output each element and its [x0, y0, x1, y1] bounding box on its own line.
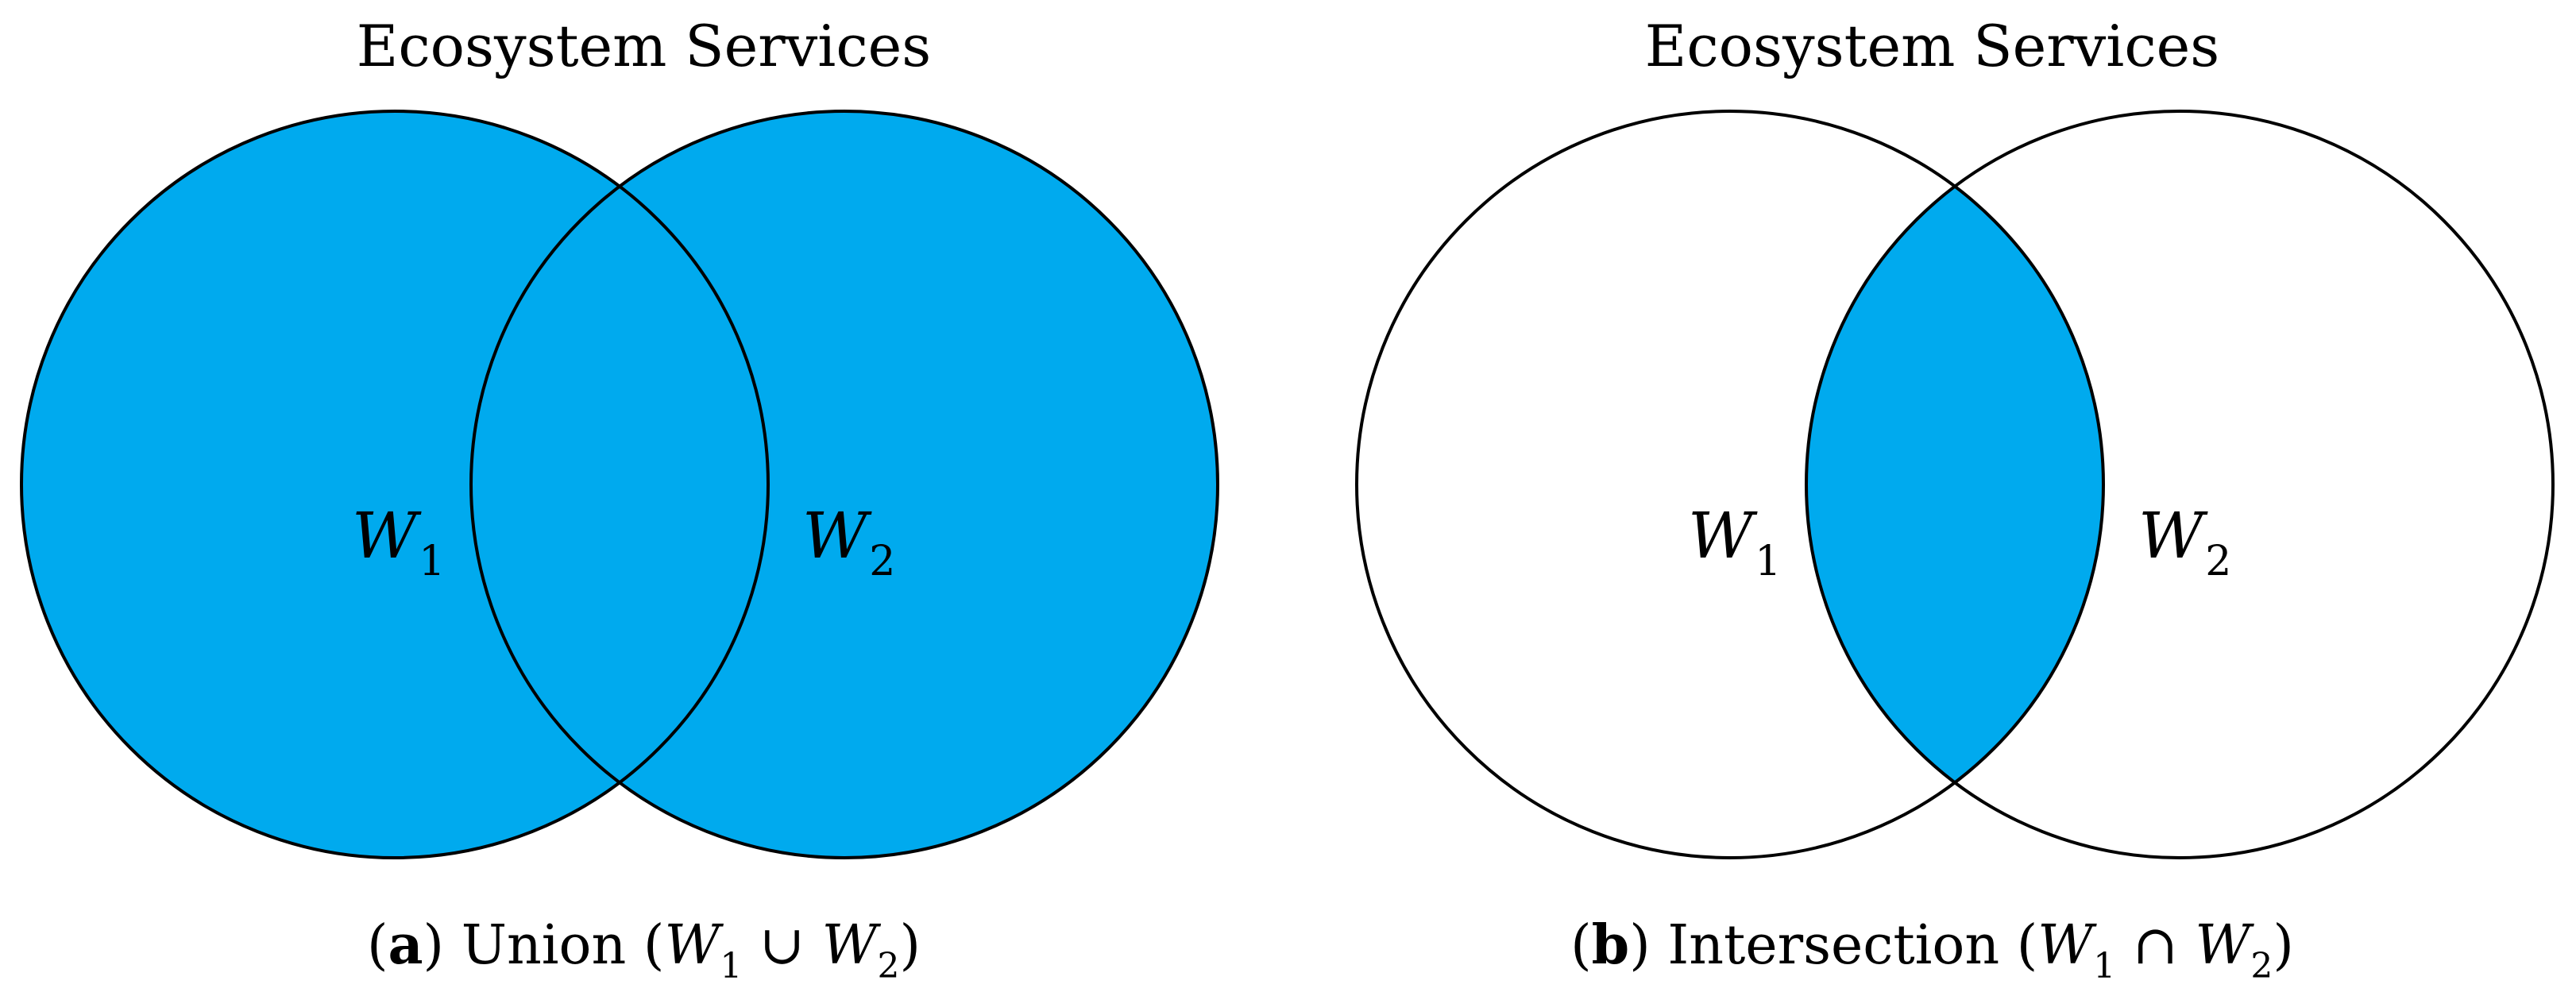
panel-caption: (b) Intersection (W1 ∩ W2): [1570, 913, 2294, 986]
set-label-letter: W: [1688, 499, 1754, 573]
caption-operator: ∪: [759, 914, 805, 977]
set-label-w1: W1: [1688, 496, 1782, 585]
venn-diagram-intersection: [1355, 110, 2555, 859]
panel-title: Ecosystem Services: [1644, 13, 2220, 79]
set-label-w1: W1: [352, 496, 446, 585]
venn-panel-intersection: Ecosystem Services W1 W2 (b) Intersectio…: [1288, 0, 2576, 986]
set-w1-outline: [20, 110, 770, 859]
panel-title: Ecosystem Services: [356, 13, 932, 79]
caption-text: Intersection: [1667, 914, 2000, 977]
set-w2-fill: [471, 111, 1218, 858]
caption-w1: W: [664, 914, 720, 977]
caption-w1: W: [2037, 914, 2094, 977]
caption-w2: W: [2195, 914, 2251, 977]
set-label-w2: W2: [802, 496, 896, 585]
caption-w2-sub: 2: [2250, 946, 2273, 986]
caption-operator: ∩: [2132, 914, 2178, 977]
venn-diagram-union: [20, 110, 1219, 859]
set-label-subscript: 1: [419, 538, 446, 585]
set-label-letter: W: [802, 499, 868, 573]
caption-w1-sub: 1: [720, 946, 743, 986]
set-label-letter: W: [2138, 499, 2204, 573]
panel-caption: (a) Union (W1 ∪ W2): [366, 913, 921, 986]
set-w2-outline: [469, 110, 1219, 859]
caption-text: Union: [461, 914, 627, 977]
set-w1-outline: [1355, 110, 2105, 859]
set-label-subscript: 1: [1755, 538, 1782, 585]
venn-panel-union: Ecosystem Services W1 W2 (a) Union (W1 ∪…: [0, 0, 1288, 986]
set-w2-outline: [1805, 110, 2555, 859]
caption-w2-sub: 2: [877, 946, 900, 986]
caption-tag: a: [388, 913, 423, 977]
set-label-subscript: 2: [2205, 538, 2232, 585]
set-label-subscript: 2: [869, 538, 896, 585]
caption-w1-sub: 1: [2093, 946, 2116, 986]
intersection-fill: [1806, 111, 2103, 858]
caption-w2: W: [821, 914, 878, 977]
set-label-letter: W: [352, 499, 418, 573]
caption-tag: b: [1591, 913, 1630, 977]
set-label-w2: W2: [2138, 496, 2232, 585]
